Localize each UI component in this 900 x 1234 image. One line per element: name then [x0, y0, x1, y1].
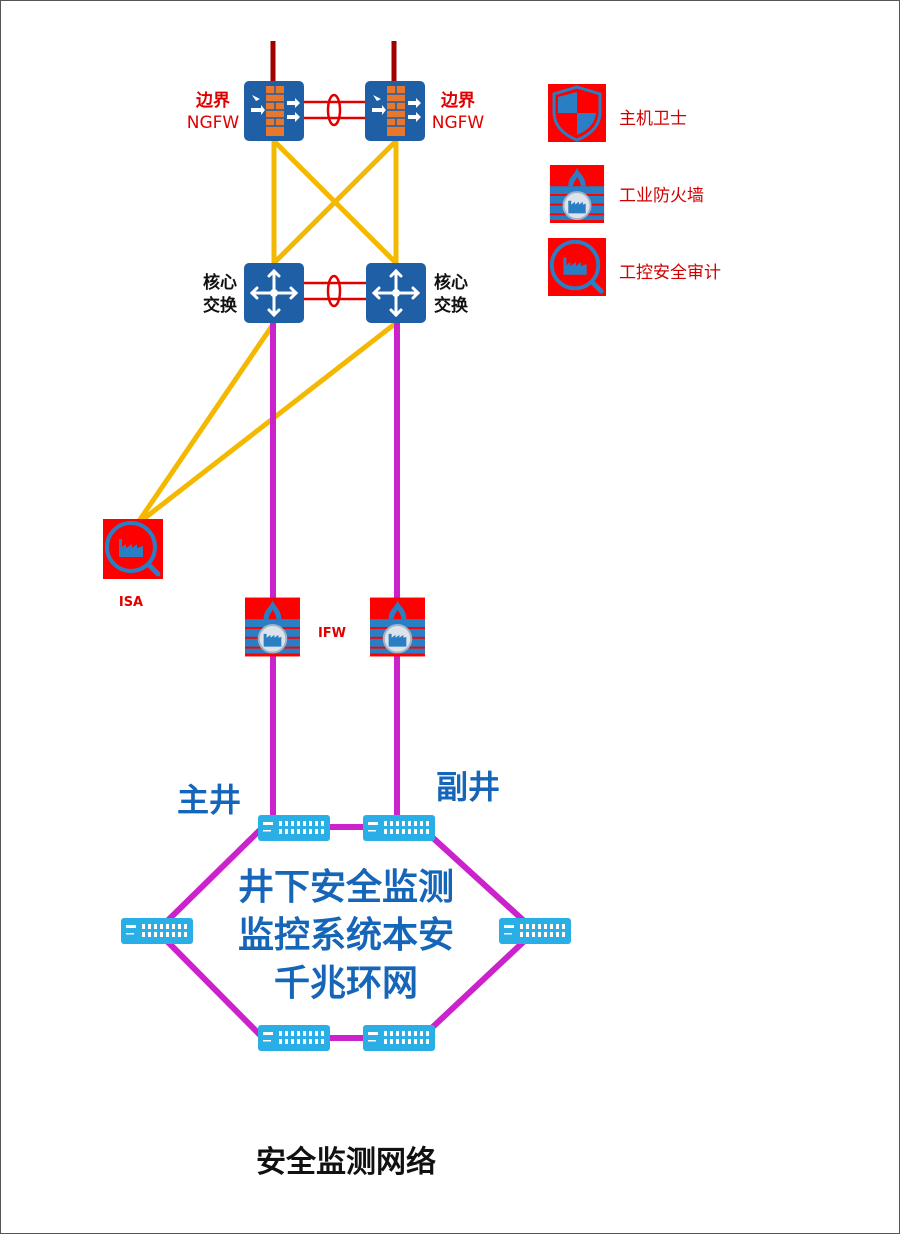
- ring-switch-bottom-right-icon[interactable]: [363, 1025, 435, 1051]
- ifw-right-icon[interactable]: [370, 597, 425, 657]
- legend-host-guard-shield-icon: [548, 84, 606, 142]
- core-right-label-2: 交换: [434, 295, 469, 316]
- ring-center-line-1: 井下安全监测: [238, 866, 454, 908]
- ngfw-left-label-2: NGFW: [187, 113, 240, 133]
- legend-industrial-audit-icon: [548, 238, 606, 296]
- ring-switch-bottom-left-icon[interactable]: [258, 1025, 330, 1051]
- ngfw-right-icon[interactable]: [365, 81, 425, 141]
- aux-shaft-label: 副井: [436, 768, 500, 806]
- ngfw-right-label-2: NGFW: [432, 113, 485, 133]
- isa-label: ISA: [119, 595, 143, 610]
- ring-center-line-3: 千兆环网: [274, 963, 418, 1004]
- ifw-left-icon[interactable]: [245, 597, 300, 657]
- core-right-label-1: 核心: [434, 272, 468, 293]
- ring-switch-main-shaft-icon[interactable]: [258, 815, 330, 841]
- ngfw-left-label-1: 边界: [195, 91, 230, 111]
- isa-audit-icon[interactable]: [103, 519, 163, 579]
- legend-industrial-audit-label: 工控安全审计: [619, 263, 721, 283]
- ring-switch-aux-shaft-icon[interactable]: [363, 815, 435, 841]
- ha-links: [303, 93, 366, 308]
- core-left-label-2: 交换: [203, 295, 238, 316]
- ifw-label: IFW: [318, 626, 346, 641]
- main-shaft-label: 主井: [177, 781, 241, 819]
- core-switch-left-icon[interactable]: [244, 263, 304, 323]
- diagram-title: 安全监测网络: [256, 1145, 436, 1180]
- ring-switch-left-icon[interactable]: [121, 918, 193, 944]
- core-switch-right-icon[interactable]: [366, 263, 426, 323]
- yellow-links: [136, 138, 399, 524]
- core-left-label-1: 核心: [203, 272, 237, 293]
- legend-industrial-firewall-label: 工业防火墙: [619, 186, 704, 206]
- legend-host-guard-label: 主机卫士: [619, 109, 687, 129]
- ngfw-left-icon[interactable]: [244, 81, 304, 141]
- ring-center-line-2: 监控系统本安: [238, 915, 454, 956]
- ring-switch-right-icon[interactable]: [499, 918, 571, 944]
- legend-industrial-firewall-icon: [548, 165, 606, 223]
- ngfw-right-label-1: 边界: [440, 91, 475, 111]
